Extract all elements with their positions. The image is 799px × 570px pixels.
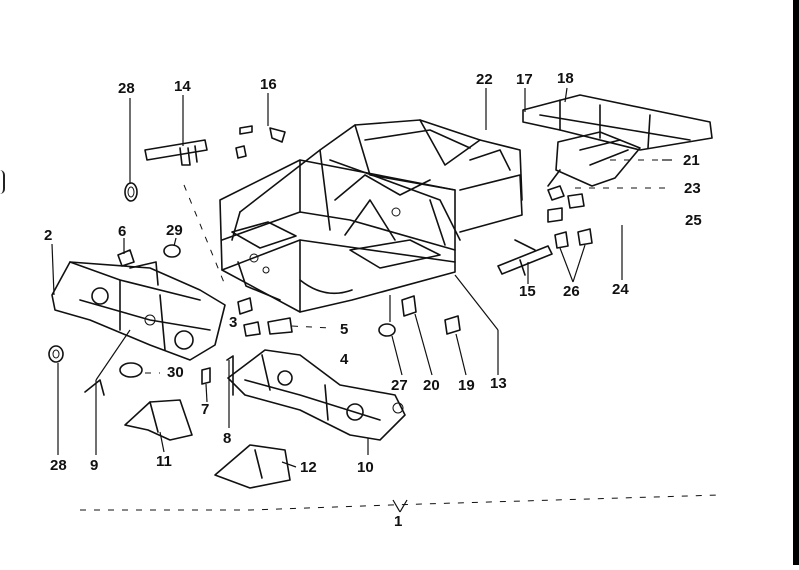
label-4: 4 [340, 351, 349, 368]
label-23: 23 [684, 180, 701, 197]
label-30: 30 [167, 364, 184, 381]
label-16: 16 [260, 76, 277, 93]
label-6: 6 [118, 223, 127, 240]
label-19: 19 [458, 377, 475, 394]
label-14: 14 [174, 78, 191, 95]
label-24: 24 [612, 281, 629, 298]
label-26: 26 [563, 283, 580, 300]
label-11: 11 [156, 453, 172, 470]
label-1: 1 [394, 513, 403, 530]
label-28-bottom: 28 [50, 457, 67, 474]
base-dashed-line [80, 494, 721, 511]
right-edge-bar [793, 0, 799, 565]
left-edge-mark [0, 170, 5, 194]
label-2: 2 [44, 227, 53, 244]
front-subframe [51, 261, 226, 361]
body-dashed-line [183, 184, 226, 286]
leader-lines [51, 87, 672, 513]
rear-subframe [522, 94, 713, 187]
label-27: 27 [391, 377, 408, 394]
small-parts [48, 125, 593, 489]
label-15: 15 [519, 283, 536, 300]
label-9: 9 [90, 457, 99, 474]
rear-crossmember [227, 349, 406, 441]
label-8: 8 [223, 430, 232, 447]
label-5: 5 [340, 321, 349, 338]
label-29: 29 [166, 222, 183, 239]
label-13: 13 [490, 375, 507, 392]
label-18: 18 [557, 70, 574, 87]
label-17: 17 [516, 71, 533, 88]
label-12: 12 [300, 459, 317, 476]
label-10: 10 [357, 459, 374, 476]
dashed-line-5 [291, 325, 331, 329]
label-25: 25 [685, 212, 702, 229]
label-28-top: 28 [118, 80, 135, 97]
label-22: 22 [476, 71, 493, 88]
label-21: 21 [683, 152, 700, 169]
label-3: 3 [229, 314, 238, 331]
label-20: 20 [423, 377, 440, 394]
label-7: 7 [201, 401, 210, 418]
body-shell [219, 119, 523, 313]
